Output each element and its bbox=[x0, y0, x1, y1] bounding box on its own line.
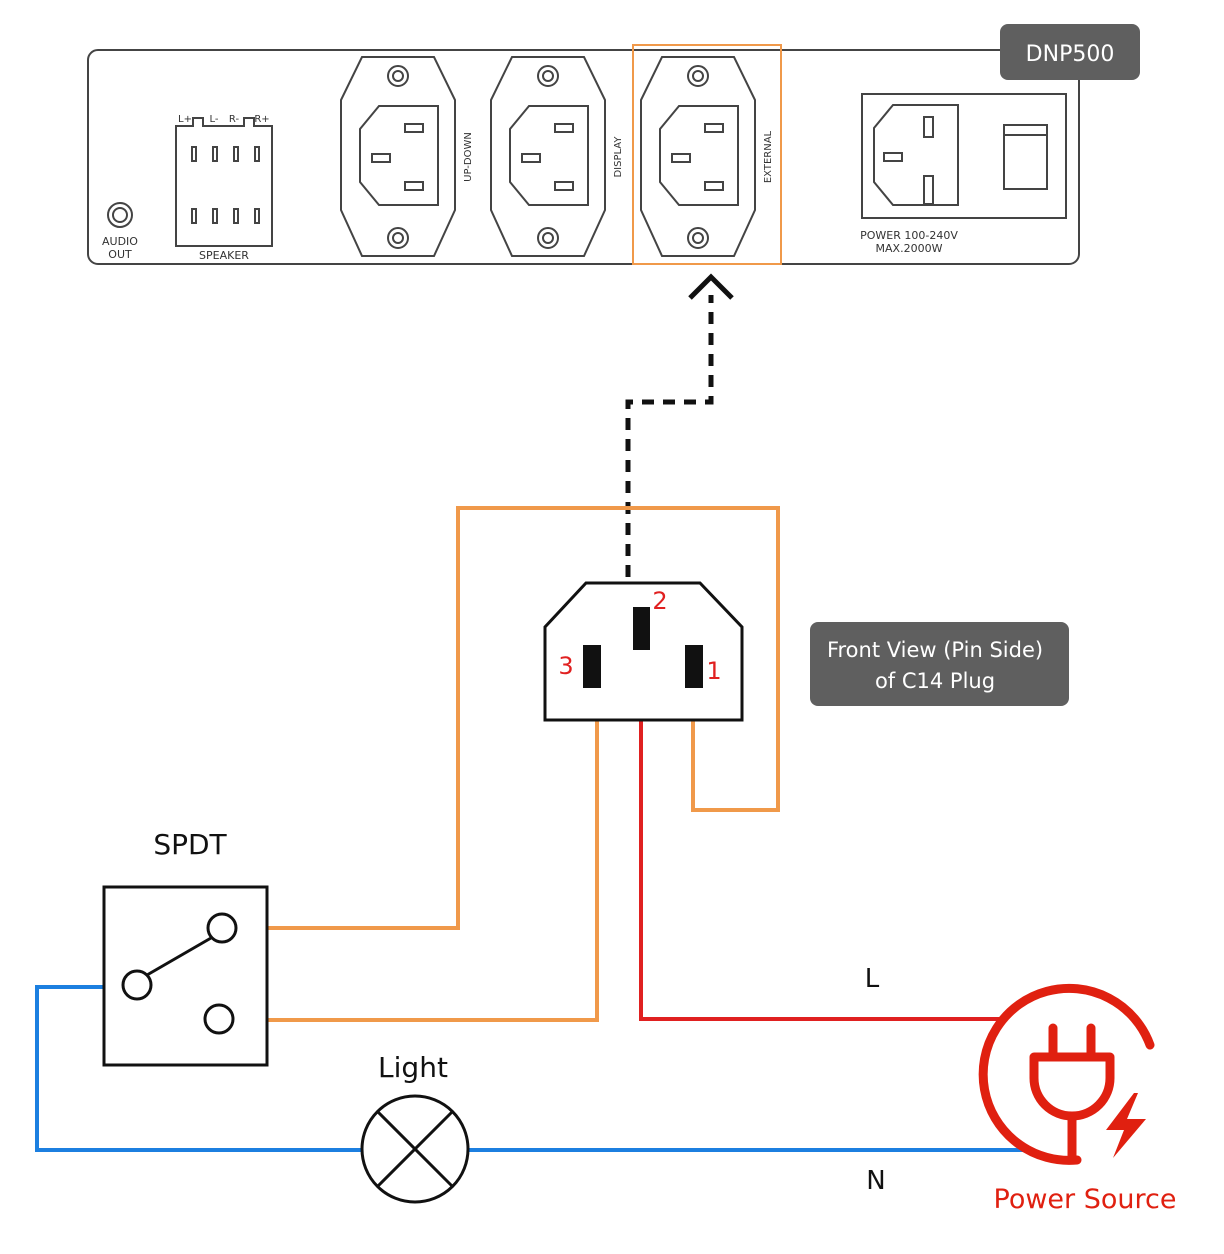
power-plug-icon bbox=[1029, 1023, 1115, 1163]
outlet-plate bbox=[640, 56, 756, 257]
lamp-symbol-icon bbox=[360, 1094, 470, 1204]
power-rating-label-2: MAX.2000W bbox=[876, 242, 943, 255]
outlet-group: UP-DOWN DISPLAY EXTERNAL bbox=[340, 56, 774, 257]
model-tag-bg bbox=[1000, 24, 1140, 80]
power-switch-rocker bbox=[1003, 124, 1048, 190]
outlet-label: EXTERNAL bbox=[763, 130, 774, 183]
plug-caption: Front View (Pin Side) of C14 Plug bbox=[810, 622, 1069, 706]
light-lamp: Light bbox=[360, 1051, 470, 1204]
outlet-screw bbox=[392, 232, 404, 244]
wires bbox=[35, 506, 1025, 1152]
outlet-screw bbox=[387, 65, 409, 87]
switch-common-terminal bbox=[121, 969, 153, 1001]
connection-arrow bbox=[625, 273, 734, 577]
power-plug-icon bbox=[978, 983, 1155, 1165]
outlet-screw bbox=[692, 232, 704, 244]
outlet-plate bbox=[340, 56, 456, 257]
device-rear-panel: DNP500 AUDIO OUT L+ L- R- R+ SPEAKER UP-… bbox=[87, 24, 1140, 265]
audio-out-label-1: AUDIO bbox=[102, 235, 138, 248]
switch-label: SPDT bbox=[153, 828, 227, 861]
audio-out-label-2: OUT bbox=[108, 248, 132, 261]
outlet-up-down: UP-DOWN bbox=[340, 56, 474, 257]
speaker-label: SPEAKER bbox=[199, 249, 249, 262]
live-wire bbox=[639, 650, 1005, 1021]
power-source: Power Source bbox=[978, 983, 1177, 1215]
outlet-plate bbox=[490, 56, 606, 257]
model-tag-text: DNP500 bbox=[1026, 42, 1115, 67]
plug-caption-line-1: Front View (Pin Side) bbox=[827, 638, 1043, 662]
power-source-label: Power Source bbox=[994, 1184, 1177, 1215]
outlet-screw bbox=[687, 227, 709, 249]
speaker-pin-label: L+ bbox=[178, 114, 192, 125]
outlet-screw bbox=[542, 232, 554, 244]
pin-number-2: 2 bbox=[652, 587, 667, 615]
iec-socket-icon bbox=[509, 105, 589, 206]
orange-wire-switched bbox=[236, 506, 780, 930]
outlet-external: EXTERNAL bbox=[640, 56, 774, 257]
iec-socket-icon bbox=[659, 105, 739, 206]
outlet-display: DISPLAY bbox=[490, 56, 624, 257]
speaker-pin-label: R- bbox=[229, 114, 240, 125]
lightning-icon bbox=[1106, 1093, 1146, 1158]
outlet-screw bbox=[387, 227, 409, 249]
outlet-screw bbox=[687, 65, 709, 87]
outlet-label: UP-DOWN bbox=[463, 132, 474, 182]
plug-pin-3 bbox=[583, 645, 601, 688]
outlet-screw bbox=[542, 70, 554, 82]
iec-socket-icon bbox=[359, 105, 439, 206]
iec-socket-icon bbox=[543, 581, 744, 722]
live-wire-label: L bbox=[865, 964, 880, 994]
pin-number-3: 3 bbox=[558, 652, 573, 680]
plug-pin-2 bbox=[633, 607, 650, 650]
orange-wire-direct bbox=[220, 688, 599, 1022]
outlet-label: DISPLAY bbox=[613, 136, 624, 178]
neutral-wire bbox=[35, 985, 364, 1152]
panel-outline bbox=[87, 49, 1080, 265]
external-outlet-highlight bbox=[632, 44, 782, 265]
speaker-terminal bbox=[175, 117, 273, 247]
outlet-screw bbox=[537, 65, 559, 87]
outlet-screw bbox=[692, 70, 704, 82]
spdt-switch: SPDT bbox=[102, 828, 269, 1067]
speaker-pin-label: R+ bbox=[254, 114, 269, 125]
speaker-pin-label: L- bbox=[209, 114, 218, 125]
c14-plug: 3 2 1 bbox=[543, 581, 744, 722]
plug-caption-line-2: of C14 Plug bbox=[875, 669, 995, 693]
iec-inlet-icon bbox=[873, 104, 959, 206]
pin-number-1: 1 bbox=[706, 657, 721, 685]
power-rating-label-1: POWER 100-240V bbox=[860, 229, 958, 242]
outlet-screw bbox=[537, 227, 559, 249]
neutral-wire-label: N bbox=[866, 1166, 885, 1196]
lamp-label: Light bbox=[378, 1051, 448, 1084]
power-inlet bbox=[861, 93, 1067, 219]
switch-terminal-a bbox=[206, 912, 238, 944]
audio-jack-icon bbox=[107, 202, 133, 228]
plug-pin-1 bbox=[685, 645, 703, 688]
model-tag: DNP500 bbox=[1000, 24, 1140, 80]
switch-terminal-b bbox=[203, 1003, 235, 1035]
outlet-screw bbox=[392, 70, 404, 82]
